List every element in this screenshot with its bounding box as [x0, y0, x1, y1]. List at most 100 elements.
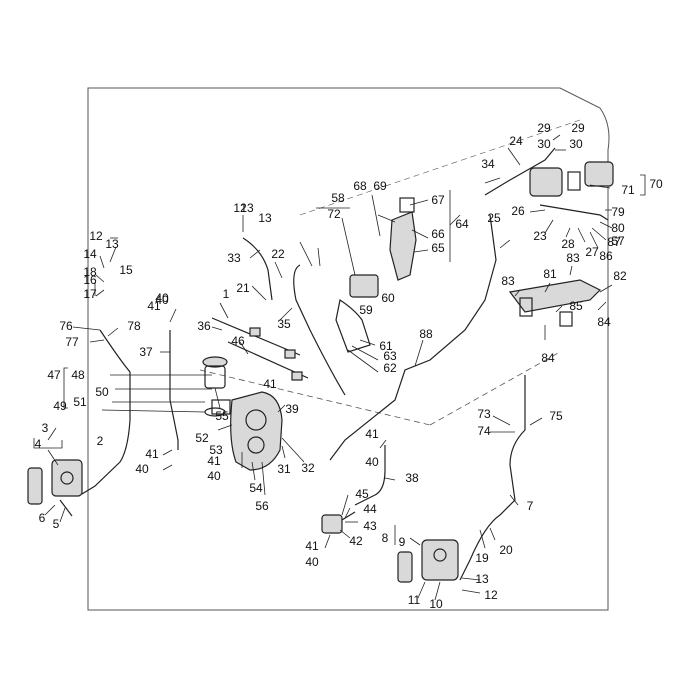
callout-label: 40 — [155, 293, 169, 307]
callout-label: 23 — [533, 229, 547, 243]
callout-label: 62 — [383, 361, 397, 375]
callout-label: 12 — [233, 201, 247, 215]
diagram-frame — [87, 87, 610, 611]
callout-label: 88 — [419, 327, 433, 341]
callout-label: 17 — [83, 287, 97, 301]
callout-label: 44 — [363, 502, 377, 516]
callout-label: 47 — [47, 368, 61, 382]
callout-label: 58 — [331, 191, 345, 205]
callout-label: 84 — [597, 315, 611, 329]
callout-label: 15 — [119, 263, 133, 277]
callout-label: 82 — [613, 269, 627, 283]
callout-label: 22 — [271, 247, 285, 261]
callout-label: 12 — [484, 588, 498, 602]
brake-pipe-35 — [293, 264, 346, 396]
callout-label: 39 — [285, 402, 299, 416]
callout-label: 51 — [73, 395, 87, 409]
callout-label: 41 — [207, 454, 221, 468]
callout-label: 67 — [431, 193, 445, 207]
callout-label: 24 — [509, 134, 523, 148]
callout-label: 55 — [215, 409, 229, 423]
callout-label: 41 — [147, 299, 161, 313]
callout-label: 78 — [127, 319, 141, 333]
callout-label: 41 — [263, 377, 277, 391]
callout-label: 87 — [607, 235, 621, 249]
leader-lines — [44, 134, 613, 601]
callout-label: 46 — [231, 334, 245, 348]
callout-label: 40 — [155, 291, 169, 305]
callout-label: 27 — [585, 245, 599, 259]
callout-label: 48 — [71, 368, 85, 382]
callout-label: 74 — [477, 424, 491, 438]
callout-label: 84 — [541, 351, 555, 365]
callout-label: 69 — [373, 179, 387, 193]
callout-label: 3 — [42, 421, 49, 435]
brake-pipe-24 — [484, 147, 556, 196]
callout-label: 45 — [355, 487, 369, 501]
callout-label: 56 — [255, 499, 269, 513]
callout-label: 12 — [89, 229, 103, 243]
callout-label: 13 — [105, 237, 119, 251]
reservoir-48 — [202, 356, 228, 417]
callout-label: 13 — [475, 572, 489, 586]
callout-label: 41 — [305, 539, 319, 553]
callout-label: 54 — [249, 481, 263, 495]
pipe-assembly-1 — [211, 317, 309, 381]
callout-label: 83 — [501, 274, 515, 288]
dashed-guide — [429, 351, 561, 426]
callout-label: 31 — [277, 462, 291, 476]
callout-label: 71 — [621, 183, 635, 197]
callout-label: 41 — [365, 427, 379, 441]
callout-label: 2 — [97, 434, 104, 448]
callout-label: 19 — [475, 551, 489, 565]
callout-label: 6 — [39, 511, 46, 525]
callout-label: 81 — [543, 267, 557, 281]
callout-label: 8 — [382, 531, 389, 545]
callout-label: 7 — [527, 499, 534, 513]
callout-label: 60 — [381, 291, 395, 305]
callout-label: 53 — [209, 443, 223, 457]
brake-hose-7 — [459, 375, 526, 581]
callout-label: 29 — [571, 121, 585, 135]
callout-label: 5 — [53, 517, 60, 531]
brake-pedal-unit — [335, 197, 417, 353]
callout-label: 14 — [83, 247, 97, 261]
callout-label: 73 — [477, 407, 491, 421]
callout-label: 40 — [365, 455, 379, 469]
caliper-lower — [397, 539, 459, 583]
callout-label: 64 — [455, 217, 469, 231]
callout-label: 37 — [139, 345, 153, 359]
callout-label: 20 — [499, 543, 513, 557]
callout-label: 25 — [487, 211, 501, 225]
callout-label: 18 — [83, 265, 97, 279]
callout-label: 35 — [277, 317, 291, 331]
callout-label: 43 — [363, 519, 377, 533]
brake-pipe-88 — [329, 214, 497, 461]
callout-label: 66 — [431, 227, 445, 241]
bracket-81 — [508, 279, 602, 327]
callout-label: 75 — [549, 409, 563, 423]
callout-label: 9 — [399, 535, 406, 549]
callout-label: 42 — [349, 534, 363, 548]
brake-hose-38 — [354, 445, 386, 506]
callout-label: 10 — [429, 597, 443, 611]
callout-label: 40 — [207, 469, 221, 483]
valve-42 — [321, 511, 356, 534]
callout-label: 80 — [611, 221, 625, 235]
callout-label: 52 — [195, 431, 209, 445]
group-brackets — [33, 174, 646, 545]
callout-label: 83 — [566, 251, 580, 265]
callout-label: 30 — [537, 137, 551, 151]
callout-label: 36 — [197, 319, 211, 333]
callout-label: 28 — [561, 237, 575, 251]
callout-label: 86 — [599, 249, 613, 263]
callout-label: 13 — [258, 211, 272, 225]
callout-label: 30 — [569, 137, 583, 151]
brake-hose-37 — [169, 330, 179, 450]
callout-label: 1 — [223, 287, 230, 301]
callout-label: 33 — [227, 251, 241, 265]
callout-label: 32 — [301, 461, 315, 475]
callout-label: 4 — [35, 437, 42, 451]
